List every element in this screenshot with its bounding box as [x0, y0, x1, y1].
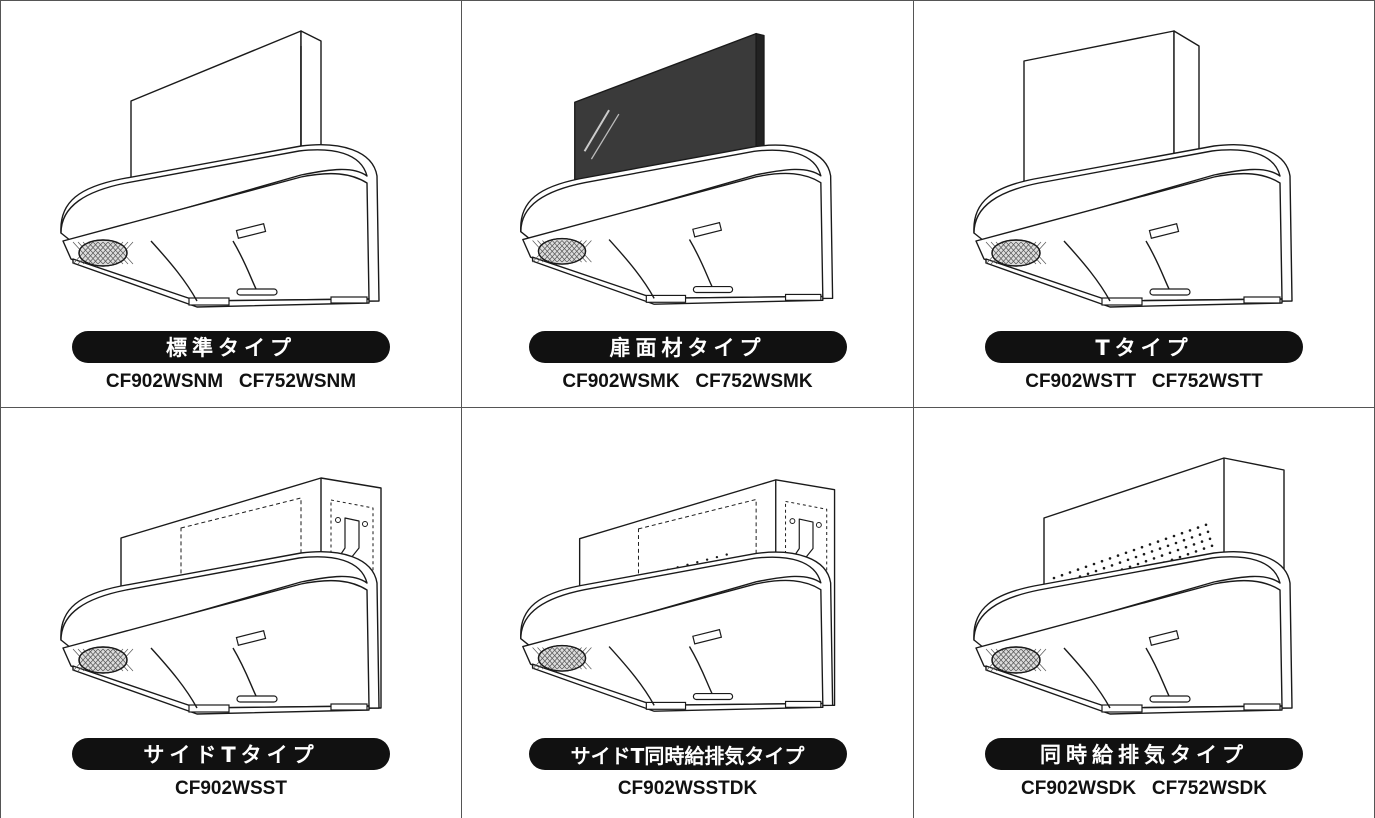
type-label-badge: 扉面材タイプ — [528, 331, 847, 363]
model-numbers: CF902WSTT CF752WSTT — [1025, 371, 1263, 392]
range-hood-side-t-dk-illustration — [520, 479, 836, 712]
model-numbers: CF902WSNM CF752WSNM — [105, 371, 357, 392]
product-card-door-panel: 扉面材タイプ CF902WSMK CF752WSMK — [462, 0, 914, 408]
range-hood-side-t-illustration — [60, 477, 382, 715]
type-label-badge: Tタイプ — [985, 331, 1303, 363]
product-card-side-t-dk: サイドT同時給排気タイプ CF902WSSTDK — [462, 408, 914, 818]
range-hood-drawing — [520, 479, 836, 712]
range-hood-t-type-illustration — [973, 30, 1293, 308]
type-label-badge: 標準タイプ — [72, 331, 390, 363]
model-numbers: CF902WSMK CF752WSMK — [562, 371, 813, 392]
range-hood-dk-illustration — [973, 457, 1293, 715]
type-label-badge: サイドT同時給排気タイプ — [528, 738, 847, 770]
range-hood-standard-illustration — [60, 30, 380, 308]
range-hood-drawing — [973, 30, 1293, 308]
product-card-side-t: サイドTタイプ CF902WSST — [0, 408, 462, 818]
product-card-standard: 標準タイプ CF902WSNM CF752WSNM — [0, 0, 462, 408]
range-hood-drawing — [520, 32, 834, 305]
range-hood-drawing — [973, 457, 1293, 715]
product-card-dk: 同時給排気タイプ CF902WSDK CF752WSDK — [914, 408, 1375, 818]
product-card-t-type: Tタイプ CF902WSTT CF752WSTT — [914, 0, 1375, 408]
type-label-badge: 同時給排気タイプ — [985, 738, 1303, 770]
model-numbers: CF902WSDK CF752WSDK — [1021, 778, 1267, 799]
model-numbers: CF902WSST — [175, 778, 287, 799]
range-hood-door-panel-illustration — [520, 32, 834, 305]
model-numbers: CF902WSSTDK — [617, 778, 758, 799]
range-hood-drawing — [60, 30, 380, 308]
type-label-badge: サイドTタイプ — [72, 738, 390, 770]
range-hood-drawing — [60, 477, 382, 715]
